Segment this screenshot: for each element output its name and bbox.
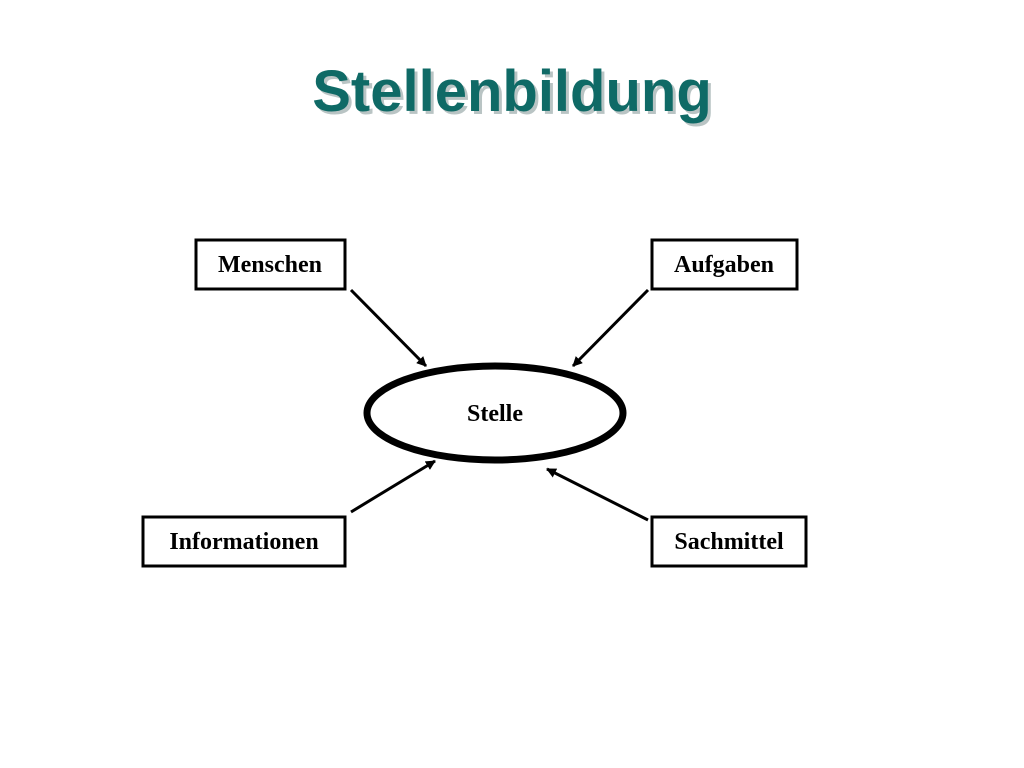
node-stelle: Stelle	[363, 362, 627, 464]
aufgaben-box	[650, 238, 799, 291]
sachmittel-label: Sachmittel	[674, 529, 784, 555]
node-sachmittel: Sachmittel	[650, 515, 808, 568]
aufgaben-label: Aufgaben	[674, 252, 774, 278]
menschen-label: Menschen	[218, 252, 322, 278]
sachmittel-box	[650, 515, 808, 568]
menschen-box	[194, 238, 347, 291]
edge-aufgaben-stelle	[571, 288, 650, 368]
node-menschen: Menschen	[194, 238, 347, 291]
edge-informationen-stelle	[350, 459, 436, 514]
informationen-label: Informationen	[169, 529, 318, 555]
edge-sachmittel-stelle	[546, 467, 649, 522]
stelle-label: Stelle	[467, 401, 523, 427]
node-informationen: Informationen	[141, 515, 347, 568]
stelle-ellipse	[363, 362, 627, 464]
edge-menschen-stelle	[349, 288, 428, 368]
informationen-box	[141, 515, 347, 568]
node-aufgaben: Aufgaben	[650, 238, 799, 291]
slide-title: Stellenbildung	[312, 59, 712, 124]
